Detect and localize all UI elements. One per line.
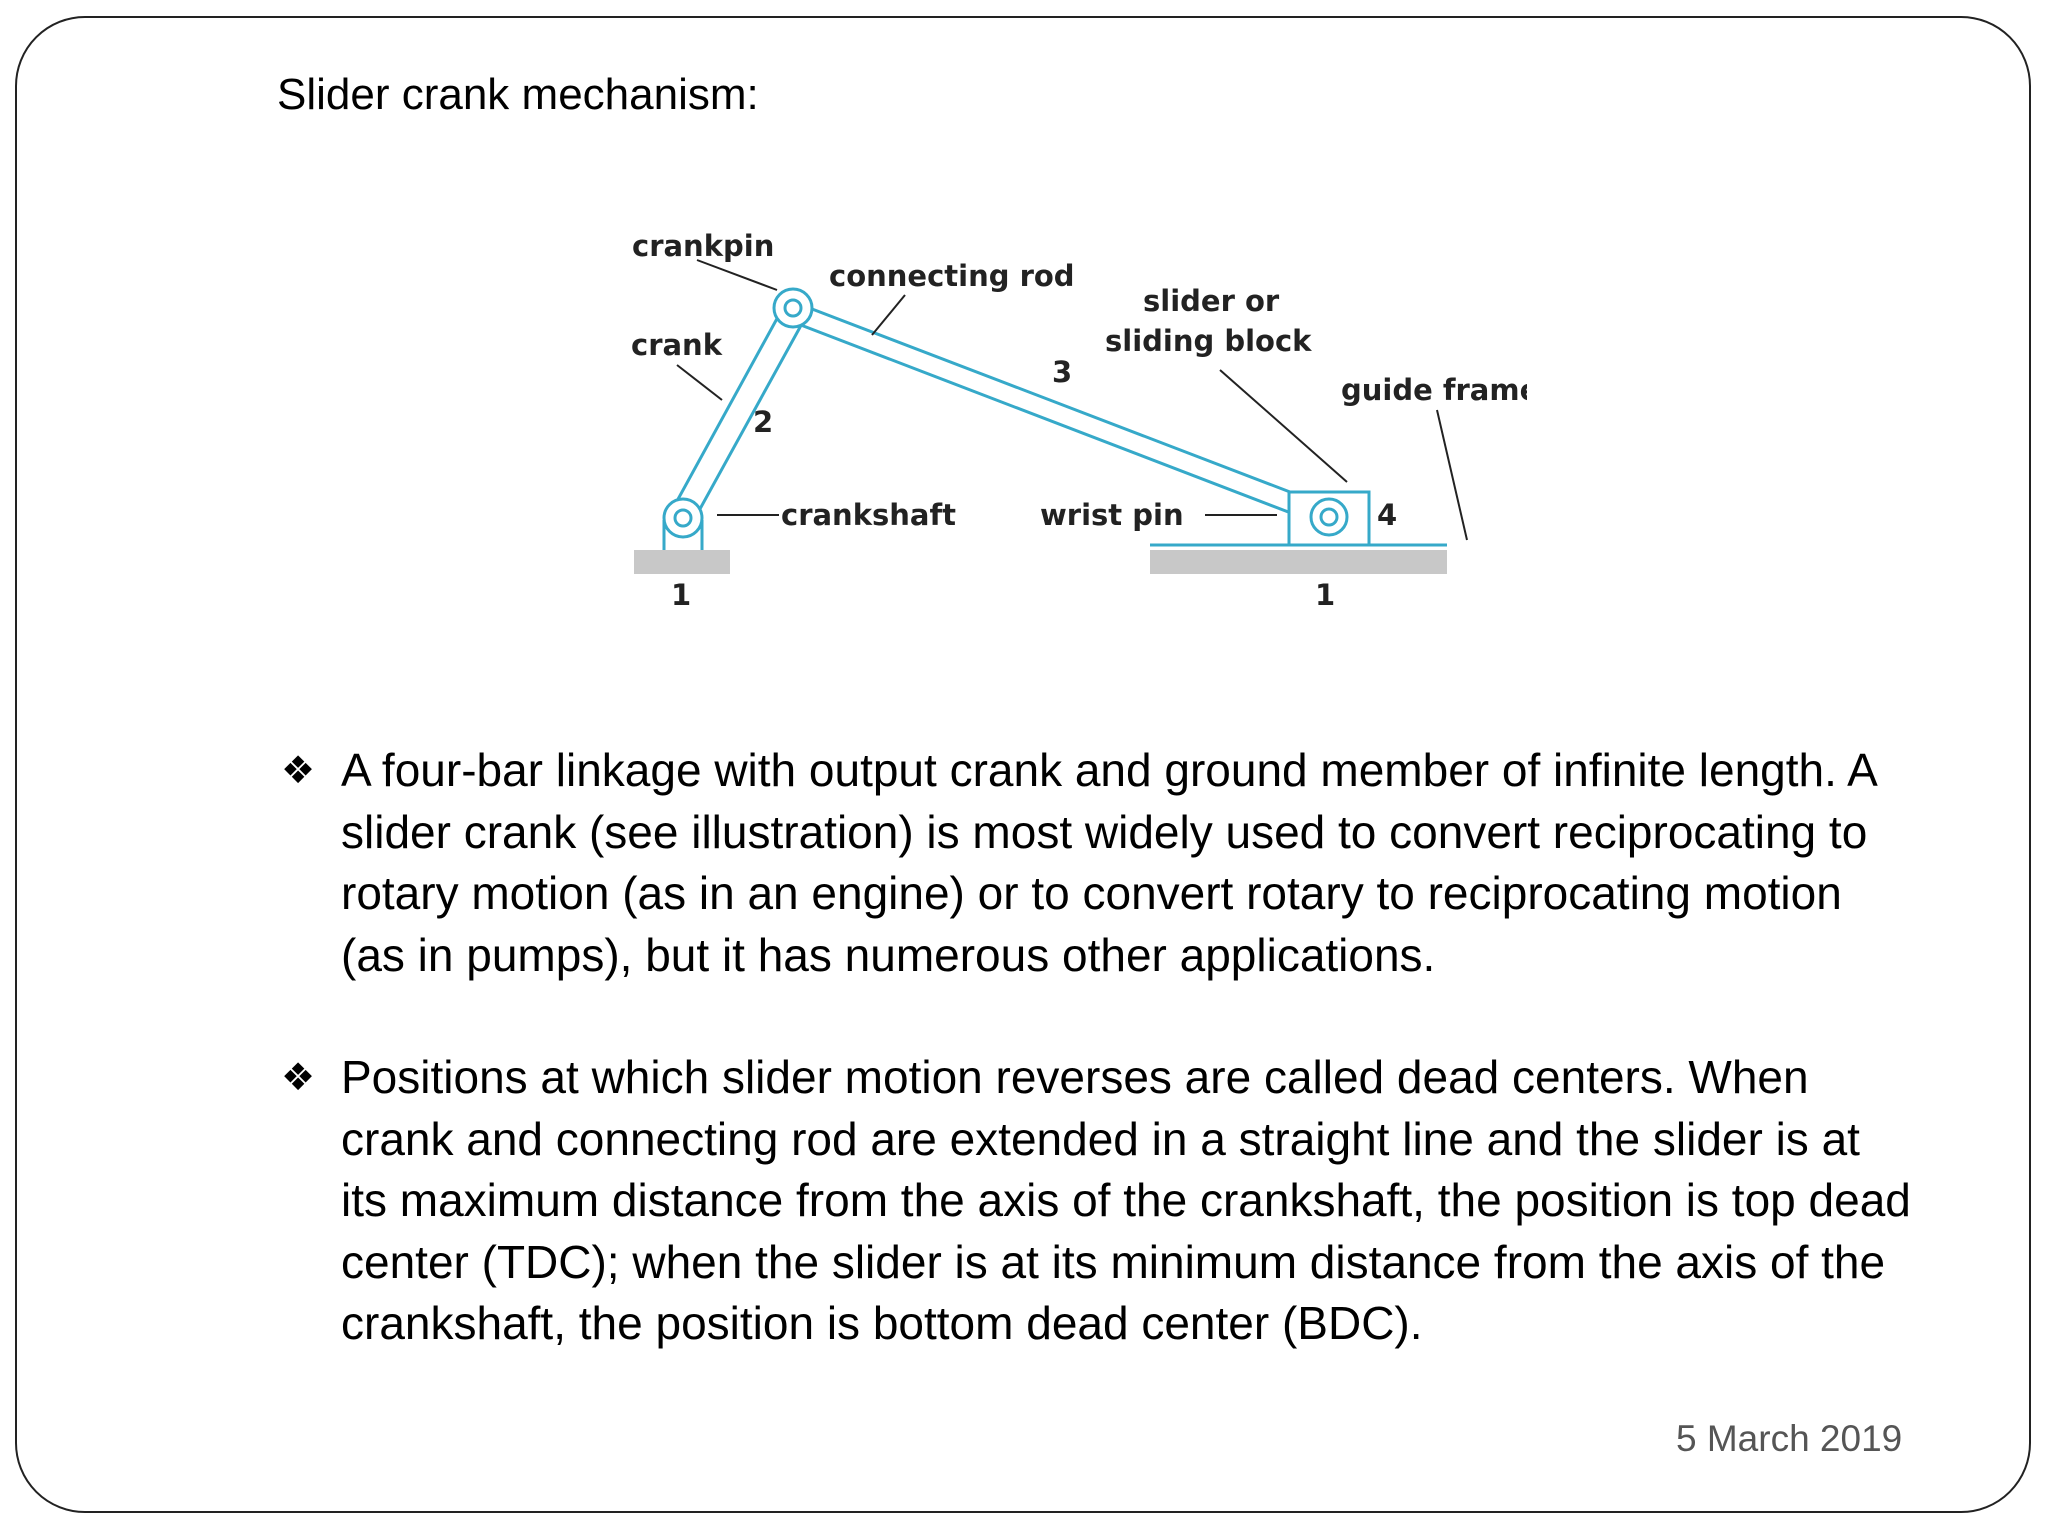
bullet-item: ❖ Positions at which slider motion rever…	[277, 1047, 1917, 1355]
ground-left	[634, 550, 730, 574]
crankpin-joint	[772, 287, 814, 329]
label-slider-line2: sliding block	[1105, 324, 1312, 358]
label-crankshaft: crankshaft	[781, 498, 956, 532]
connecting-rod-link	[792, 302, 1325, 525]
wrist-pin-joint	[1309, 497, 1349, 537]
slider-crank-svg: crankpin connecting rod slider or slidin…	[631, 229, 1527, 612]
crank-link	[669, 303, 806, 519]
slide-frame	[15, 16, 2031, 1513]
label-link-4: 4	[1377, 498, 1397, 532]
leader-lines	[676, 259, 1468, 541]
label-ground-right: 1	[1315, 578, 1335, 612]
label-crank: crank	[631, 328, 723, 362]
label-connecting-rod: connecting rod	[829, 259, 1075, 293]
label-crankpin: crankpin	[632, 229, 774, 263]
label-link-3: 3	[1052, 355, 1072, 389]
bullet-text: Positions at which slider motion reverse…	[341, 1051, 1911, 1349]
crankshaft-joint	[662, 497, 704, 539]
bullet-list: ❖ A four-bar linkage with output crank a…	[277, 740, 1917, 1416]
diamond-bullet-icon: ❖	[281, 750, 316, 792]
ground-right	[1150, 550, 1447, 574]
bullet-item: ❖ A four-bar linkage with output crank a…	[277, 740, 1917, 986]
label-slider-line1: slider or	[1143, 284, 1280, 318]
label-wrist-pin: wrist pin	[1040, 498, 1184, 532]
bullet-text: A four-bar linkage with output crank and…	[341, 744, 1876, 981]
label-ground-left: 1	[671, 578, 691, 612]
diamond-bullet-icon: ❖	[281, 1057, 316, 1099]
label-link-2: 2	[753, 405, 773, 439]
slide-title: Slider crank mechanism:	[277, 70, 759, 119]
footer-date: 5 March 2019	[1676, 1418, 1903, 1459]
slider-crank-diagram: crankpin connecting rod slider or slidin…	[627, 220, 1527, 620]
label-guide-frame: guide frame	[1341, 373, 1527, 407]
